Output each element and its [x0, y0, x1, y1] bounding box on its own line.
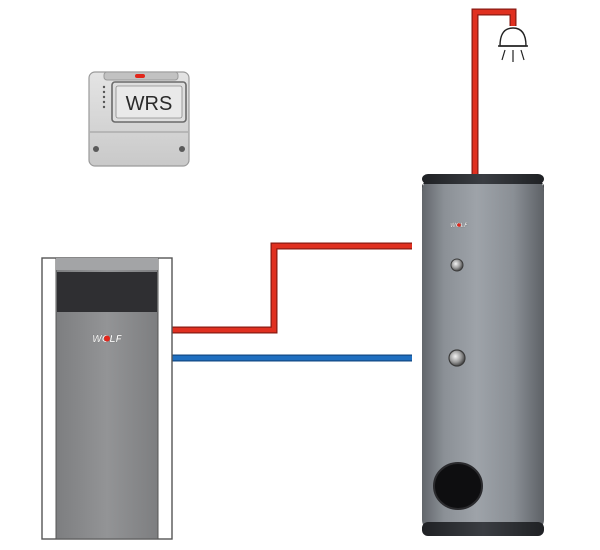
tank-inspection-flange [433, 462, 483, 510]
pipes [170, 8, 517, 362]
boiler: WOLF [41, 257, 173, 540]
wrs-controller: WRS [88, 71, 190, 167]
boiler-top-strip [56, 258, 158, 270]
controller-screw-right [179, 146, 185, 152]
tank-bottom-cap [422, 522, 544, 536]
controller-logo-mark [135, 74, 145, 78]
wolf-logo-icon: WOLF [92, 334, 123, 345]
led-dots-icon [102, 85, 106, 109]
tank-lower-fitting [448, 349, 466, 367]
controller-display-label: WRS [126, 93, 173, 115]
wolf-logo-icon: WOLF [450, 223, 468, 229]
flow-pipe [170, 242, 412, 334]
tank-upper-fitting [450, 258, 464, 272]
controller-display-screen [115, 85, 183, 119]
boiler-control-panel [57, 272, 157, 312]
shower-head-icon [498, 27, 528, 62]
storage-tank: WOLF [422, 174, 544, 536]
controller-screw-left [93, 146, 99, 152]
